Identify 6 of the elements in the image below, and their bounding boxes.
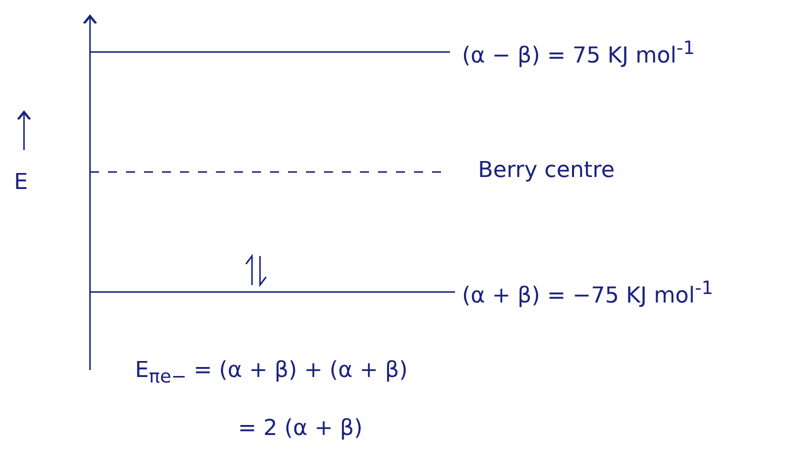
energy-label: (α − β) = 75 KJ mol$^{-1}$	[462, 40, 695, 68]
axis-label: E	[14, 172, 28, 194]
equation-text: E$_{πe−}$ = (α + β) + (α + β)	[135, 360, 408, 387]
equation-text: = 2 (α + β)	[238, 418, 363, 440]
energy-label: (α + β) = −75 KJ mol$^{-1}$	[462, 280, 714, 308]
level-label: Berry centre	[478, 160, 615, 182]
